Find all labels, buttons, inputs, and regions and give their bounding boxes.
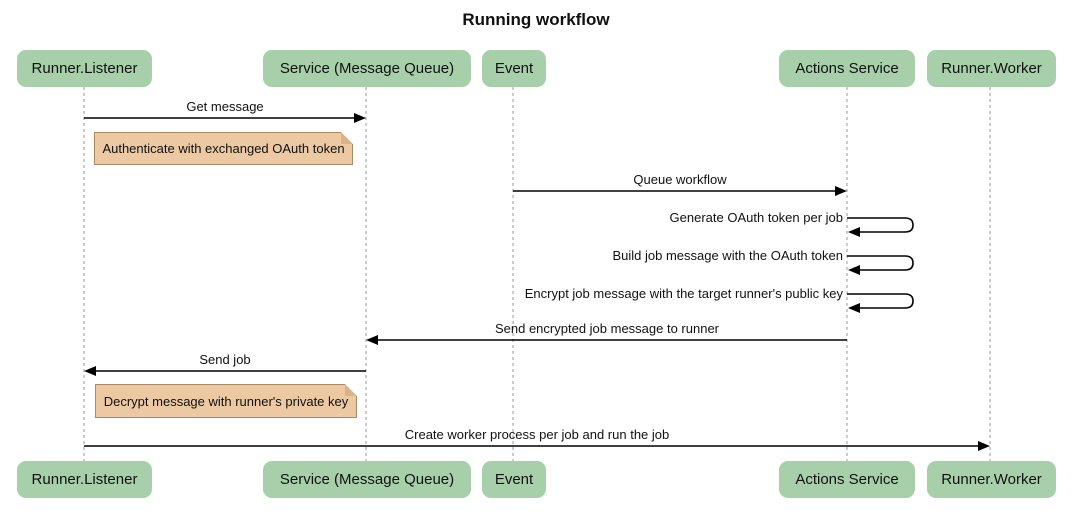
actor-label: Runner.Worker: [941, 60, 1042, 77]
actor-label: Event: [494, 471, 534, 488]
actor-label: Actions Service: [795, 471, 899, 488]
message-label-create-worker-process: Create worker process per job and run th…: [404, 427, 670, 442]
actor-label: Service (Message Queue): [279, 60, 455, 77]
actor-label: Runner.Listener: [31, 471, 138, 488]
message-label-queue-workflow: Queue workflow: [633, 172, 727, 187]
actor-label: Runner.Listener: [31, 60, 138, 77]
note-label: Authenticate with exchanged OAuth token: [102, 141, 345, 156]
actor-top-runner-worker: Runner.Worker: [927, 50, 1056, 87]
actor-bottom-runner-listener: Runner.Listener: [17, 461, 152, 498]
arrowhead-right: [835, 186, 847, 196]
arrowhead-left: [84, 366, 96, 376]
note-fold-icon: [345, 384, 357, 396]
note-decrypt-private-key: Decrypt message with runner's private ke…: [95, 384, 357, 418]
actor-bottom-event: Event: [482, 461, 546, 498]
note-fold-icon: [341, 132, 353, 144]
message-label-encrypt-job-message: Encrypt job message with the target runn…: [524, 286, 843, 301]
self-loop-encrypt-job-message: [847, 293, 914, 309]
self-loop-build-job-message: [847, 255, 914, 271]
actor-top-service-message-queue: Service (Message Queue): [263, 50, 471, 87]
arrowhead-left: [848, 227, 860, 237]
message-label-send-job: Send job: [199, 352, 251, 367]
actor-top-event: Event: [482, 50, 546, 87]
arrowhead-right: [978, 441, 990, 451]
arrowhead-left: [366, 335, 378, 345]
arrowhead-left: [848, 303, 860, 313]
message-label-get-message: Get message: [186, 99, 264, 114]
actor-label: Service (Message Queue): [279, 471, 455, 488]
actor-bottom-service-message-queue: Service (Message Queue): [263, 461, 471, 498]
self-loop-generate-oauth-token: [847, 217, 914, 233]
arrowhead-right: [354, 113, 366, 123]
message-label-generate-oauth-token: Generate OAuth token per job: [669, 210, 843, 225]
actor-bottom-runner-worker: Runner.Worker: [927, 461, 1056, 498]
note-label: Decrypt message with runner's private ke…: [103, 393, 349, 409]
message-label-build-job-message: Build job message with the OAuth token: [612, 248, 843, 263]
note-authenticate-oauth: Authenticate with exchanged OAuth token: [94, 132, 353, 165]
diagram-title: Running workflow: [462, 10, 610, 29]
actor-label: Actions Service: [795, 60, 899, 77]
actor-label: Runner.Worker: [941, 471, 1042, 488]
message-label-send-encrypted-job-message: Send encrypted job message to runner: [494, 321, 720, 336]
actor-top-actions-service: Actions Service: [779, 50, 915, 87]
actor-bottom-actions-service: Actions Service: [779, 461, 915, 498]
arrowhead-left: [848, 265, 860, 275]
actor-top-runner-listener: Runner.Listener: [17, 50, 152, 87]
actor-label: Event: [494, 60, 534, 77]
